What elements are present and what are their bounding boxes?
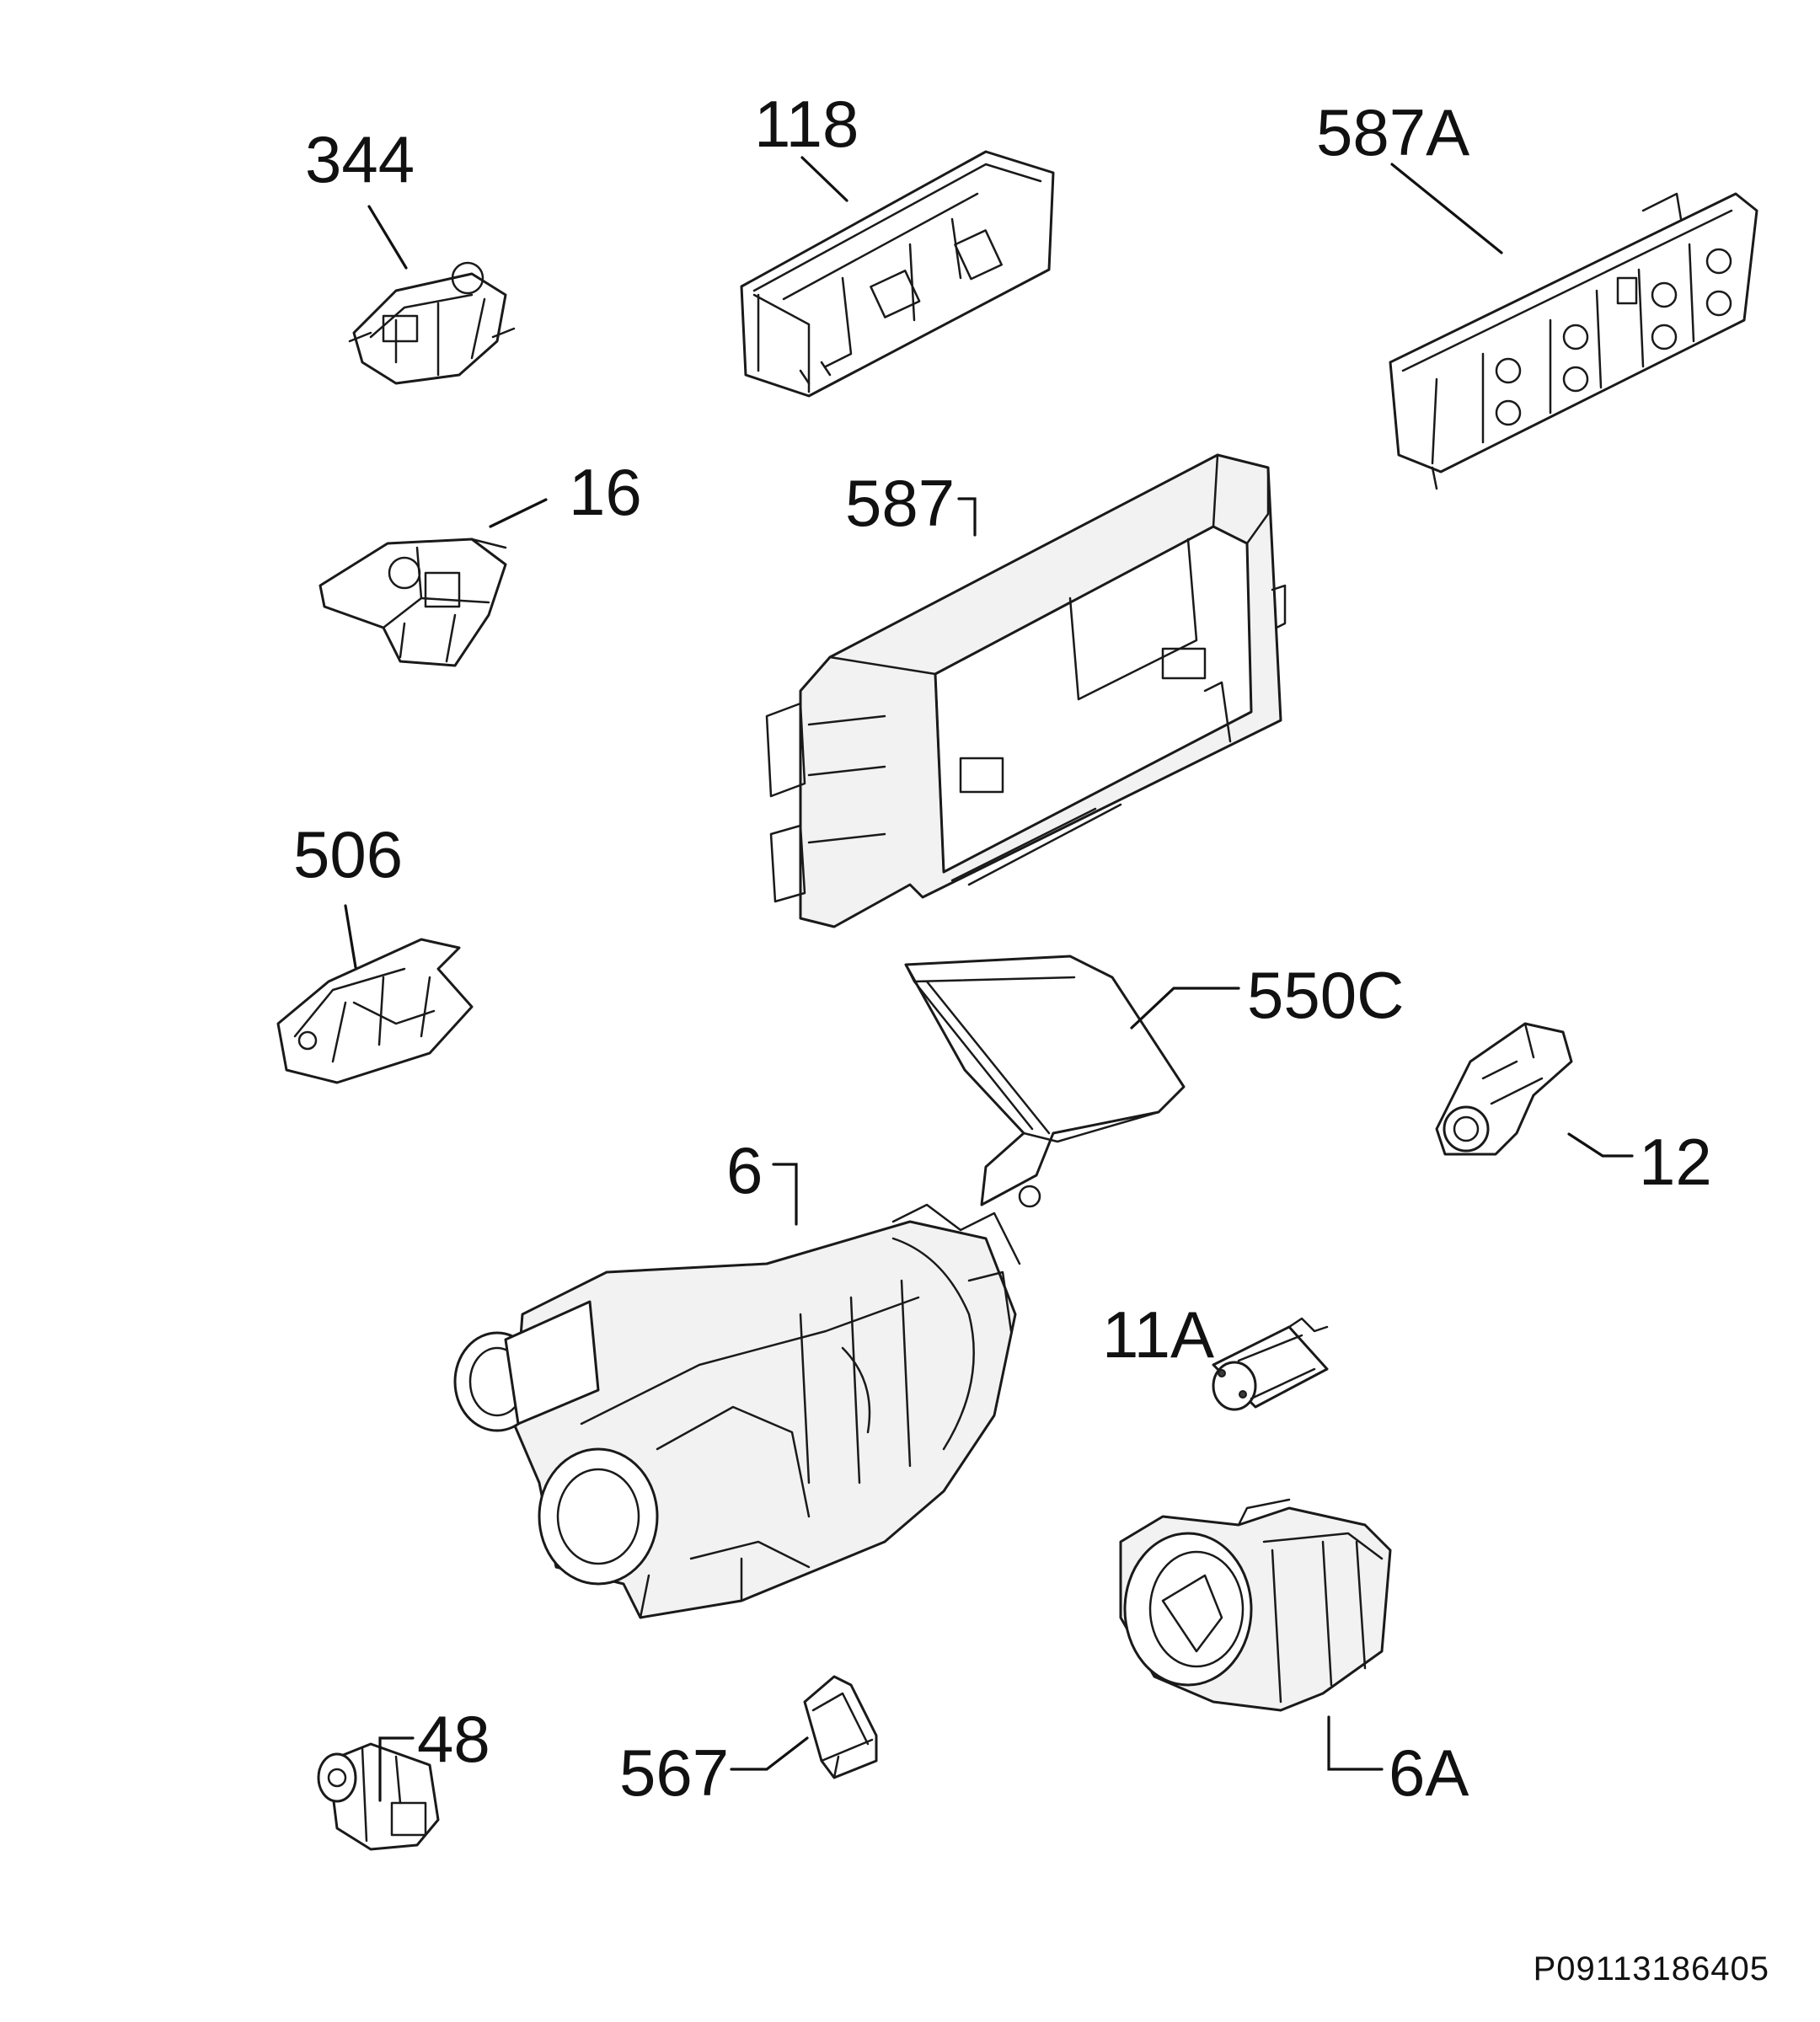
part-344-drawing [348,261,516,385]
label-6: 6 [726,1133,763,1207]
leader-587A [1390,163,1503,254]
part-48-drawing [317,1742,440,1851]
leader-6 [772,1163,798,1226]
part-11A-drawing [1212,1317,1329,1411]
label-12: 12 [1639,1125,1712,1199]
part-550C-drawing [904,955,1186,1208]
part-587A-drawing [1389,192,1758,490]
part-16-drawing [318,538,507,667]
part-587-drawing [765,453,1287,928]
part-12-drawing [1435,1022,1573,1156]
leader-6A [1327,1715,1384,1771]
label-567: 567 [619,1736,730,1810]
label-550C: 550C [1247,958,1405,1032]
part-6A-drawing [1119,1498,1392,1712]
label-587A: 587A [1316,95,1470,169]
leader-587 [957,497,977,537]
label-118: 118 [754,87,859,161]
leader-48 [378,1736,415,1802]
label-11A: 11A [1102,1297,1214,1372]
part-567-drawing [803,1675,878,1779]
leader-550C [1130,987,1240,1030]
label-6A: 6A [1389,1736,1469,1810]
leader-lines [344,156,1634,1802]
leader-118 [800,156,848,202]
document-code: P09113186405 [1533,1950,1769,1987]
label-16: 16 [569,455,642,529]
label-506: 506 [293,817,404,891]
leader-506 [344,904,357,969]
label-344: 344 [305,122,415,196]
leader-12 [1567,1132,1634,1158]
part-6-drawing [453,1203,1021,1619]
leader-344 [367,205,408,270]
part-118-drawing [740,150,1055,398]
part-506-drawing [276,938,474,1084]
leader-567 [730,1736,809,1771]
label-587: 587 [845,466,956,540]
label-48: 48 [417,1702,490,1776]
leader-16 [489,498,548,528]
